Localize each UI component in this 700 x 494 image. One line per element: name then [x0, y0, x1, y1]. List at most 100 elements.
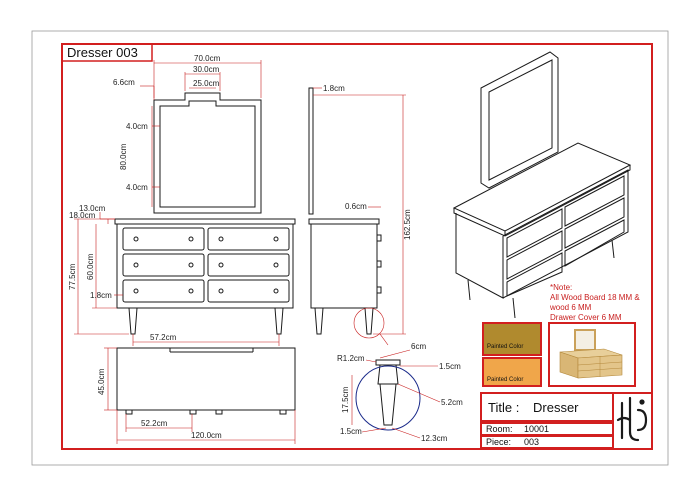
knob — [218, 262, 224, 268]
leg-detail-circle — [355, 365, 421, 431]
knob — [218, 236, 224, 242]
knob — [133, 288, 139, 294]
side-body — [310, 223, 378, 309]
dim-leg-top: 6cm — [411, 342, 426, 351]
plan-view — [116, 347, 296, 415]
piece-label: Piece: — [486, 437, 511, 447]
dim-leg-bottom: 12.3cm — [421, 434, 448, 443]
drawer-1 — [122, 227, 205, 251]
dim-top-overhang: 18.0cm — [69, 211, 96, 220]
sheet-heading: Dresser 003 — [67, 45, 138, 60]
plan-foot — [125, 409, 133, 415]
title-label: Title : — [488, 400, 519, 415]
swatch-2 — [482, 357, 542, 387]
dim-top-thickness: 13.0cm — [79, 204, 106, 213]
side-leg-left — [314, 307, 324, 335]
front-dresser — [114, 218, 296, 335]
note-line-3: wood 6 MM — [549, 303, 592, 312]
leg-detail — [355, 359, 421, 431]
title-block — [480, 392, 653, 450]
drawer-3 — [122, 253, 205, 277]
iso-body-side — [455, 213, 504, 299]
front-mirror — [153, 92, 262, 214]
mirror-inner — [159, 100, 256, 208]
side-handle — [376, 234, 382, 242]
drawer-5 — [122, 279, 205, 303]
outer-border — [31, 30, 669, 466]
side-handle — [376, 286, 382, 294]
dim-leg-base: 1.5cm — [340, 427, 362, 436]
side-leg-right — [364, 307, 374, 335]
piece-value: 003 — [524, 437, 539, 447]
dim-total-height: 77.5cm — [68, 263, 77, 290]
dim-mirror-width: 70.0cm — [194, 54, 221, 63]
brand-logo — [616, 396, 648, 442]
dresser-body — [116, 223, 294, 309]
iso-mirror-outer — [480, 51, 559, 189]
knob — [188, 236, 194, 242]
knob — [188, 288, 194, 294]
mirror-outer — [153, 92, 262, 214]
plan-foot — [189, 409, 197, 415]
side-view — [308, 87, 382, 335]
side-mirror — [308, 87, 314, 215]
heading-box — [61, 43, 153, 62]
swatch-1 — [482, 322, 542, 356]
dim-plan-width: 120.0cm — [191, 431, 222, 440]
knob — [188, 262, 194, 268]
knob — [273, 262, 279, 268]
dim-leg-cap: 1.5cm — [439, 362, 461, 371]
room-value: 10001 — [524, 424, 549, 434]
note-line-1: *Note: — [550, 283, 572, 292]
side-top — [308, 218, 380, 225]
dim-drawer-gap: 1.8cm — [90, 291, 112, 300]
room-label: Room: — [486, 424, 513, 434]
dresser-top — [114, 218, 296, 225]
note-line-2: All Wood Board 18 MM & — [550, 293, 640, 302]
dim-mirror-offset: 6.6cm — [113, 78, 135, 87]
isometric-view — [452, 51, 632, 319]
dim-leg-mid: 5.2cm — [441, 398, 463, 407]
drawing-frame — [61, 43, 653, 450]
dim-side-mirror-depth: 1.8cm — [323, 84, 345, 93]
swatch-1-label: Painted Color — [487, 344, 523, 350]
dim-plan-depth: 45.0cm — [97, 368, 106, 395]
plan-foot — [279, 409, 287, 415]
dim-mirror-frame-bottom: 4.0cm — [126, 183, 148, 192]
dim-mirror-top-width: 30.0cm — [193, 65, 220, 74]
knob — [133, 262, 139, 268]
dim-side-handle: 0.6cm — [345, 202, 367, 211]
knob — [133, 236, 139, 242]
render-dresser — [559, 329, 623, 379]
leg-dimensions — [351, 349, 441, 439]
leg-detail-marker — [353, 307, 385, 339]
iso-mirror-inner — [488, 59, 553, 181]
dim-side-total-height: 162.5cm — [403, 209, 412, 240]
dim-plan-inner: 52.2cm — [141, 419, 168, 428]
dim-mirror-height: 80.0cm — [119, 143, 128, 170]
plan-dimensions — [104, 347, 296, 444]
side-dimensions — [313, 87, 406, 346]
front-dimensions — [74, 60, 280, 346]
note-line-4: Drawer Cover 6 MM — [550, 313, 622, 322]
side-handle — [376, 260, 382, 268]
leg-left — [128, 307, 138, 335]
dim-mirror-frame-top: 4.0cm — [126, 122, 148, 131]
swatch-2-label: Painted Color — [487, 377, 523, 383]
dim-mirror-top-inner: 25.0cm — [193, 79, 220, 88]
dim-leg-height: 17.5cm — [341, 386, 350, 413]
knob — [273, 236, 279, 242]
plan-foot — [215, 409, 223, 415]
knob — [218, 288, 224, 294]
dim-body-height: 60.0cm — [86, 253, 95, 280]
leg-right — [274, 307, 284, 335]
title-value: Dresser — [533, 400, 579, 415]
dim-leg-radius: R1.2cm — [337, 354, 365, 363]
drawer-2 — [207, 227, 290, 251]
plan-outline — [116, 347, 296, 411]
drawer-4 — [207, 253, 290, 277]
dim-leg-spacing: 57.2cm — [150, 333, 177, 342]
drawer-6 — [207, 279, 290, 303]
knob — [273, 288, 279, 294]
